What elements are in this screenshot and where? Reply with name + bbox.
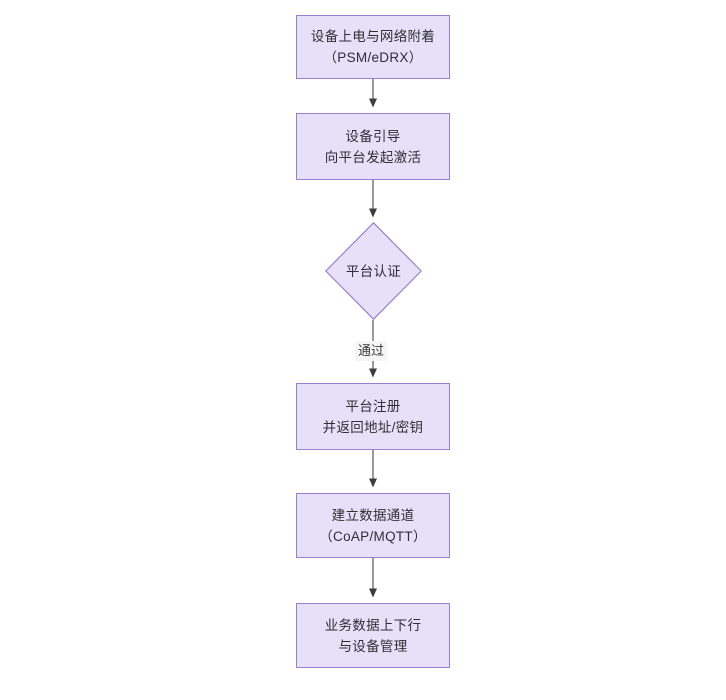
edge-label-pass: 通过 — [355, 341, 388, 361]
node-label-line2: （CoAP/MQTT） — [319, 528, 427, 544]
node-label-line1: 设备上电与网络附着 — [310, 29, 436, 44]
node-label-line1: 建立数据通道 — [331, 507, 415, 523]
node-label-line2: 向平台发起激活 — [324, 149, 422, 165]
diamond-shape — [325, 222, 422, 320]
node-device-power-on[interactable]: 设备上电与网络附着 （PSM/eDRX） — [296, 15, 450, 79]
node-label-line1: 设备引导 — [345, 128, 401, 144]
node-platform-auth-decision[interactable]: 平台认证 — [325, 222, 422, 320]
node-business-data-and-device-mgmt[interactable]: 业务数据上下行 与设备管理 — [296, 603, 450, 668]
node-label-line1: 平台注册 — [345, 398, 401, 414]
node-platform-register[interactable]: 平台注册 并返回地址/密钥 — [296, 383, 450, 450]
node-label-line1: 业务数据上下行 — [324, 617, 422, 633]
node-label-line2: 并返回地址/密钥 — [322, 419, 424, 435]
node-device-bootstrap[interactable]: 设备引导 向平台发起激活 — [296, 113, 450, 180]
node-label-line2: （PSM/eDRX） — [323, 50, 423, 65]
node-label-line2: 与设备管理 — [338, 638, 408, 654]
node-establish-data-channel[interactable]: 建立数据通道 （CoAP/MQTT） — [296, 493, 450, 558]
